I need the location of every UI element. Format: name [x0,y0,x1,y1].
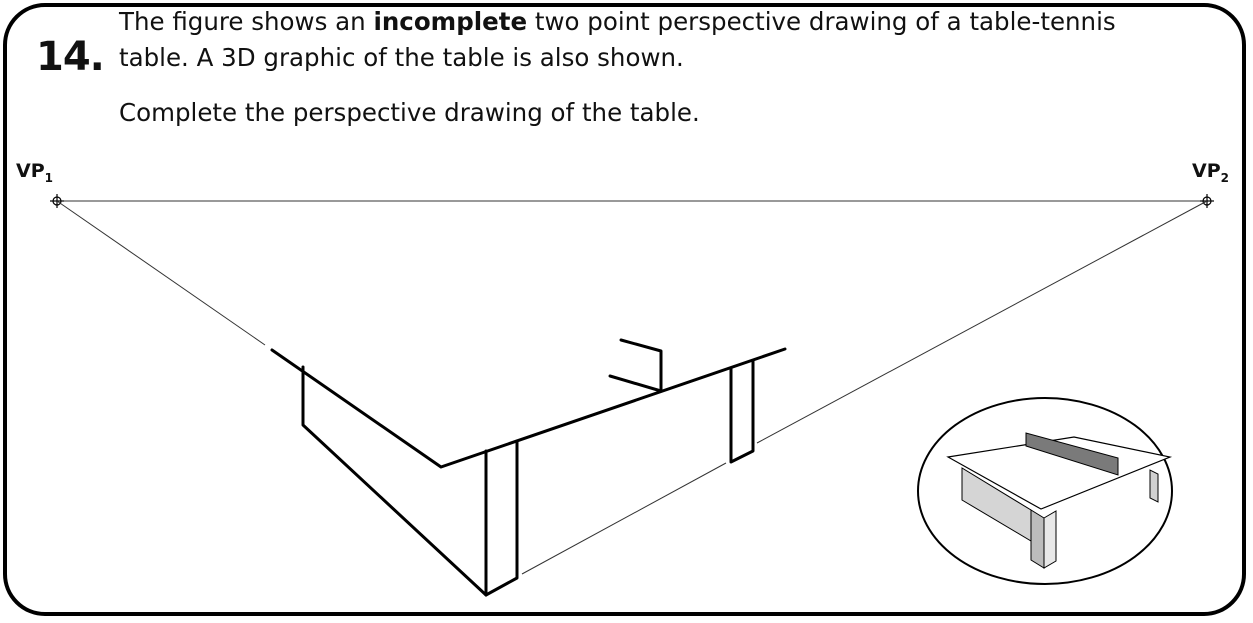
question-number: 14. [36,34,105,80]
question-frame [3,3,1246,616]
question-text-line-1: The figure shows an incomplete two point… [119,7,1116,36]
vp2-label: VP2 [1192,160,1229,185]
question-text-line-2: table. A 3D graphic of the table is also… [119,43,684,72]
emphasis-incomplete: incomplete [373,7,528,36]
table-3d-graphic [917,397,1173,585]
question-instruction: Complete the perspective drawing of the … [119,98,700,127]
table-outline [270,338,787,597]
construction-line-vp2-a [756,200,1208,444]
construction-line-vp2-b [521,462,727,575]
vp1-label: VP1 [16,160,53,185]
construction-line-vp1 [56,200,266,346]
